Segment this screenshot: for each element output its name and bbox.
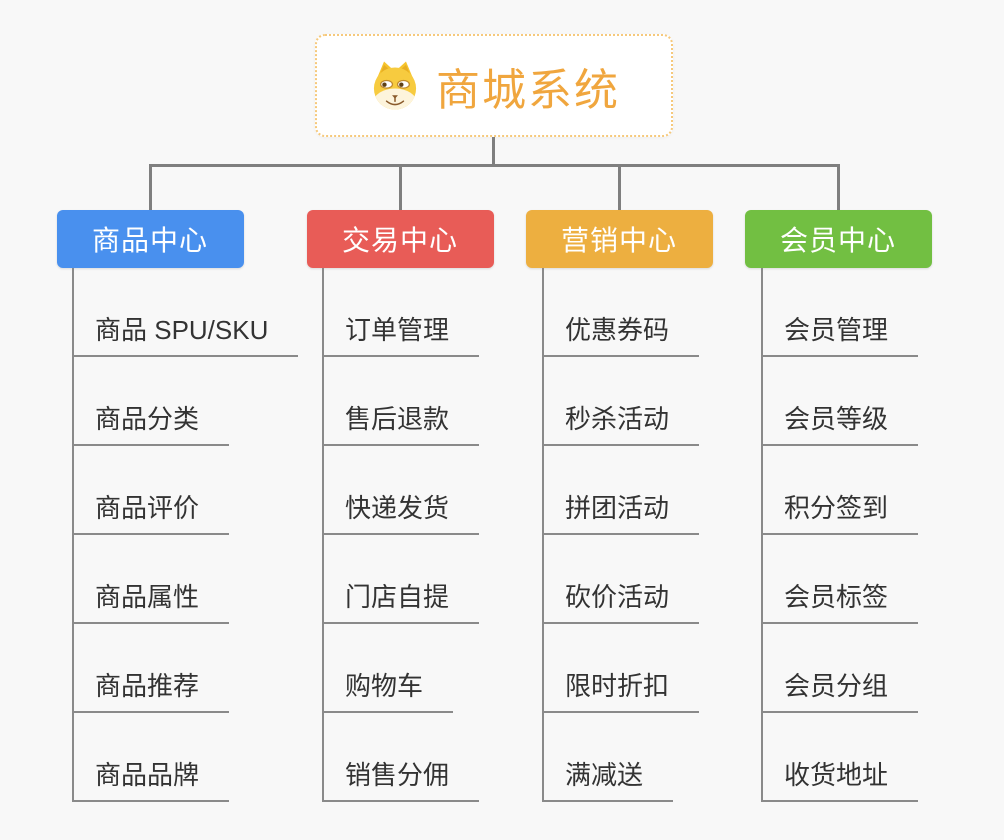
leaf-node[interactable]: 优惠券码 bbox=[543, 313, 700, 357]
children-line-branch-member-center bbox=[761, 268, 763, 802]
branch-member-center[interactable]: 会员中心 bbox=[744, 210, 932, 268]
leaf-node[interactable]: 会员标签 bbox=[762, 580, 919, 624]
leaf-node[interactable]: 会员等级 bbox=[762, 402, 919, 446]
connector-drop-branch-member-center bbox=[836, 164, 840, 210]
leaf-node[interactable]: 门店自提 bbox=[323, 580, 480, 624]
leaf-node[interactable]: 商品分类 bbox=[73, 402, 230, 446]
leaf-node[interactable]: 销售分佣 bbox=[323, 758, 480, 802]
connector-drop-branch-trade-center bbox=[398, 164, 402, 210]
leaf-node[interactable]: 商品 SPU/SKU bbox=[73, 313, 299, 357]
leaf-node[interactable]: 商品推荐 bbox=[73, 669, 230, 713]
leaf-node[interactable]: 商品品牌 bbox=[73, 758, 230, 802]
leaf-node[interactable]: 满减送 bbox=[543, 758, 674, 802]
leaf-node[interactable]: 收货地址 bbox=[762, 758, 919, 802]
branch-product-center[interactable]: 商品中心 bbox=[56, 210, 244, 268]
connector-horizontal-bar bbox=[149, 164, 839, 167]
leaf-node[interactable]: 快递发货 bbox=[323, 491, 480, 535]
leaf-node[interactable]: 售后退款 bbox=[323, 402, 480, 446]
leaf-node[interactable]: 积分签到 bbox=[762, 491, 919, 535]
root-node[interactable]: 商城系统 bbox=[315, 34, 673, 137]
leaf-node[interactable]: 限时折扣 bbox=[543, 669, 700, 713]
leaf-node[interactable]: 订单管理 bbox=[323, 313, 480, 357]
branch-trade-center[interactable]: 交易中心 bbox=[306, 210, 494, 268]
branch-marketing-center[interactable]: 营销中心 bbox=[525, 210, 713, 268]
dog-face-icon bbox=[373, 61, 417, 110]
leaf-node[interactable]: 会员管理 bbox=[762, 313, 919, 357]
leaf-node[interactable]: 商品属性 bbox=[73, 580, 230, 624]
children-line-branch-product-center bbox=[72, 268, 74, 802]
leaf-node[interactable]: 会员分组 bbox=[762, 669, 919, 713]
children-line-branch-trade-center bbox=[322, 268, 324, 802]
leaf-node[interactable]: 商品评价 bbox=[73, 491, 230, 535]
connector-drop-branch-product-center bbox=[148, 164, 152, 210]
leaf-node[interactable]: 拼团活动 bbox=[543, 491, 700, 535]
leaf-node[interactable]: 秒杀活动 bbox=[543, 402, 700, 446]
root-title: 商城系统 bbox=[436, 65, 620, 115]
leaf-node[interactable]: 砍价活动 bbox=[543, 580, 700, 624]
connector-drop-branch-marketing-center bbox=[617, 164, 621, 210]
leaf-node[interactable]: 购物车 bbox=[323, 669, 454, 713]
connector-root-stub bbox=[492, 137, 495, 167]
children-line-branch-marketing-center bbox=[542, 268, 544, 802]
